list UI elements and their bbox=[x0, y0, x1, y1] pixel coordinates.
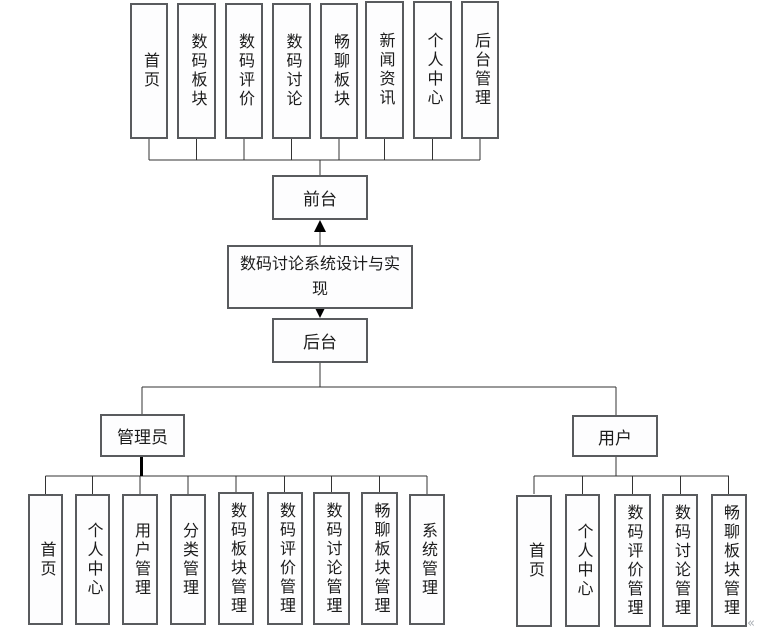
page-artifact-mark: « bbox=[747, 616, 755, 631]
arrow-up-icon bbox=[314, 220, 326, 232]
node-front-news: 新闻资讯 bbox=[365, 1, 404, 139]
node-admin-chat-board-mgmt: 畅聊板块管理 bbox=[361, 492, 398, 625]
node-user-home: 首页 bbox=[516, 495, 552, 627]
node-front-chat-board: 畅聊板块 bbox=[320, 3, 358, 139]
node-front-digital-discussion: 数码讨论 bbox=[272, 3, 311, 139]
node-admin-personal-center: 个人中心 bbox=[75, 494, 110, 625]
node-user-personal-center: 个人中心 bbox=[565, 494, 600, 627]
node-user-digital-discussion-mgmt: 数码讨论管理 bbox=[662, 494, 698, 627]
node-admin-category-mgmt: 分类管理 bbox=[170, 494, 206, 625]
node-admin-digital-review-mgmt: 数码评价管理 bbox=[267, 492, 303, 625]
node-user-chat-board-mgmt: 畅聊板块管理 bbox=[711, 494, 747, 627]
node-admin-role: 管理员 bbox=[100, 414, 185, 457]
node-front-home: 首页 bbox=[130, 3, 168, 139]
node-front-personal-center: 个人中心 bbox=[413, 1, 452, 139]
node-user-role: 用户 bbox=[572, 415, 658, 457]
node-admin-home: 首页 bbox=[28, 494, 63, 625]
node-front-digital-review: 数码评价 bbox=[225, 3, 263, 139]
node-admin-digital-discussion-mgmt: 数码讨论管理 bbox=[313, 492, 350, 625]
node-front-admin-portal: 后台管理 bbox=[461, 1, 499, 139]
node-admin-system-mgmt: 系统管理 bbox=[409, 494, 445, 625]
node-user-digital-review-mgmt: 数码评价管理 bbox=[614, 494, 651, 627]
node-backend: 后台 bbox=[272, 318, 368, 363]
node-admin-digital-board-mgmt: 数码板块管理 bbox=[218, 492, 254, 625]
node-frontend: 前台 bbox=[272, 175, 368, 220]
node-system-title: 数码讨论系统设计与实现 bbox=[227, 245, 413, 309]
node-admin-user-mgmt: 用户管理 bbox=[122, 494, 158, 625]
arrow-down-icon bbox=[314, 306, 326, 318]
node-front-digital-board: 数码板块 bbox=[177, 3, 216, 139]
